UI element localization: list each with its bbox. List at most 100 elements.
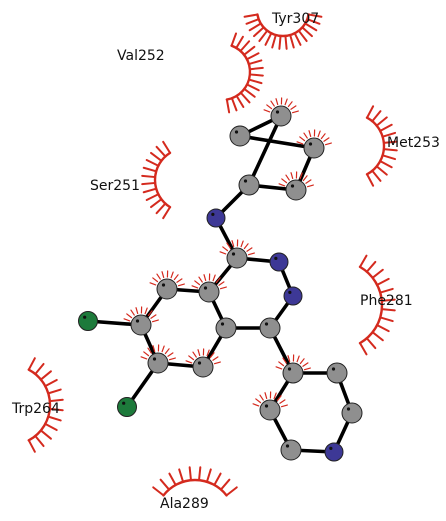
atom-contact-spoke	[231, 240, 235, 248]
atom-contact-spoke	[161, 345, 165, 353]
atom-contact-spoke	[247, 252, 255, 256]
contact-arc-spoke	[155, 202, 167, 215]
contact-arc-spoke	[371, 110, 382, 123]
atom-sphere	[283, 286, 303, 306]
contact-arc-spoke	[246, 83, 260, 92]
atom-contact-spoke	[278, 183, 286, 187]
atom-sphere	[229, 125, 251, 147]
atom-highlight-dot	[274, 256, 278, 260]
atom-contact-spoke	[281, 178, 288, 184]
atom-contact-highlight-q1	[219, 239, 255, 256]
atom-contact-spoke	[240, 240, 244, 248]
atom-sphere	[130, 314, 152, 336]
atom-highlight-dot	[243, 179, 248, 183]
atom-contact-spoke	[156, 273, 161, 280]
atom-contact-spoke	[303, 132, 308, 139]
contact-arc-spoke	[245, 52, 260, 61]
atom-cp1	[270, 105, 292, 127]
atom-contact-spoke	[152, 277, 159, 283]
atom-sphere	[226, 247, 248, 269]
contact-arc-spoke	[230, 97, 238, 112]
atom-sphere	[206, 208, 226, 228]
residue-label-met253: Met253	[387, 135, 440, 151]
contact-arc-spoke	[168, 472, 177, 486]
atoms-layer	[78, 105, 363, 462]
contact-arc-spoke	[145, 193, 160, 201]
contact-arc-spoke	[248, 73, 264, 77]
residue-label-tyr307: Tyr307	[271, 11, 319, 27]
contact-arc-spoke	[376, 277, 390, 286]
atom-sphere	[282, 362, 304, 384]
contact-arc-spoke	[293, 32, 302, 46]
contact-arc-spoke	[44, 422, 58, 432]
contact-arc-spoke	[47, 388, 62, 395]
atom-contact-spoke	[168, 357, 176, 361]
contact-arc-spoke	[225, 486, 238, 497]
contact-arc-ala289	[152, 466, 238, 497]
contact-arc-spoke	[150, 198, 163, 209]
atom-contact-spoke	[209, 352, 215, 359]
atom-cp5	[238, 174, 260, 196]
contact-arc-spoke	[34, 362, 45, 376]
contact-arc-met253	[365, 105, 398, 187]
atom-contact-spoke	[255, 398, 262, 404]
atom-contact-spoke	[287, 101, 293, 108]
atom-contact-spoke	[135, 307, 139, 315]
atom-contact-spoke	[299, 358, 305, 365]
contact-arc-spoke	[271, 33, 277, 49]
atom-contact-spoke	[291, 110, 299, 114]
contact-arc-spoke	[381, 154, 397, 161]
atom-contact-spoke	[266, 104, 273, 110]
atom-cp4	[285, 179, 307, 201]
contact-arc-spoke	[27, 357, 36, 371]
atom-contact-spoke	[243, 243, 249, 250]
contact-arc-curve	[358, 265, 384, 345]
atom-highlight-dot	[264, 322, 269, 326]
atom-sphere	[192, 356, 214, 378]
residue-label-trp264: Trp264	[11, 401, 60, 417]
atom-contact-spoke	[303, 367, 311, 371]
atom-contact-spoke	[280, 404, 288, 408]
atom-q5	[192, 356, 214, 378]
atom-contact-highlight-cp3	[296, 129, 332, 146]
contact-arc-spoke	[235, 35, 244, 49]
residue-label-ala289: Ala289	[160, 496, 209, 512]
contact-arc-spoke	[278, 34, 282, 50]
atom-contact-spoke	[308, 130, 312, 138]
atom-q8a	[198, 281, 220, 303]
atom-sphere	[324, 442, 344, 462]
atom-contact-spoke	[290, 105, 297, 110]
atom-contact-spoke	[296, 355, 300, 363]
contact-arc-spoke	[243, 45, 256, 56]
contact-arc-spoke	[141, 181, 157, 186]
atom-contact-highlight-q6	[140, 344, 176, 361]
contact-arc-spoke	[162, 206, 172, 220]
contact-arc-spoke	[380, 298, 396, 302]
atom-contact-spoke	[282, 357, 287, 364]
contact-arc-spoke	[188, 466, 192, 482]
hydrophobic-contacts-layer	[27, 13, 398, 497]
contact-arc-spoke	[371, 169, 382, 182]
atom-contact-spoke	[279, 399, 286, 404]
atom-cl2	[117, 397, 137, 417]
atom-q8	[156, 278, 178, 300]
contact-arc-spoke	[382, 148, 398, 152]
contact-arc-ser251	[141, 140, 172, 220]
atom-p3	[341, 402, 363, 424]
atom-contact-spoke	[161, 271, 165, 279]
atom-sphere	[238, 174, 260, 196]
atom-highlight-dot	[308, 142, 313, 146]
contact-arc-spoke	[365, 337, 377, 350]
atom-contact-spoke	[170, 271, 174, 279]
atom-contact-spoke	[276, 395, 282, 402]
bond-cp2-cp3	[238, 134, 316, 150]
atom-highlight-dot	[264, 404, 269, 408]
contact-arc-spoke	[145, 159, 160, 167]
atom-contact-highlights-layer	[123, 97, 332, 408]
atom-contact-spoke	[198, 276, 203, 283]
contact-arc-spoke	[248, 22, 262, 32]
atom-contact-spoke	[140, 356, 148, 360]
atom-pn	[324, 442, 344, 462]
atom-sphere	[341, 402, 363, 424]
